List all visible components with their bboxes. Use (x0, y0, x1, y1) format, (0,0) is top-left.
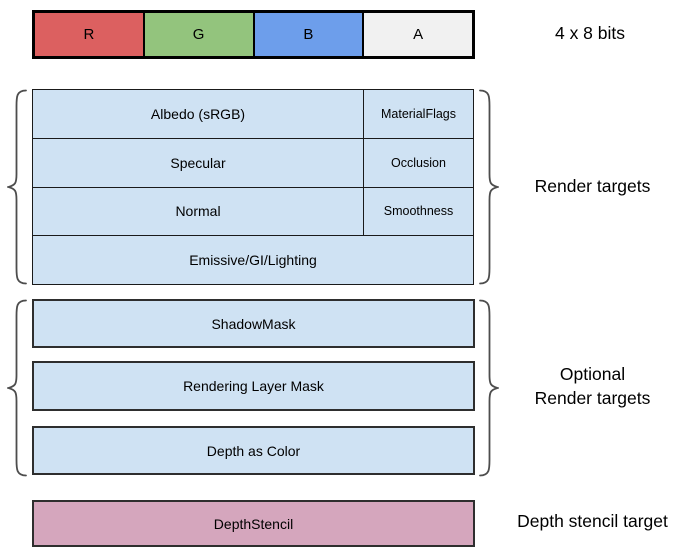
bits-cell-b: B (252, 13, 363, 56)
box-rendering-layer-mask: Rendering Layer Mask (32, 361, 475, 411)
optional-render-targets-label: Optional Render targets (505, 362, 680, 410)
cell-normal: Normal (175, 203, 221, 220)
box-depthstencil: DepthStencil (32, 500, 475, 547)
cell-materialflags: MaterialFlags (363, 90, 473, 138)
table-row: Emissive/GI/Lighting (33, 235, 473, 284)
bits-cell-g: G (142, 13, 253, 56)
cell-emissive: Emissive/GI/Lighting (189, 252, 317, 269)
cell-albedo: Albedo (sRGB) (150, 105, 246, 122)
optional-right-brace-icon (479, 299, 499, 477)
render-targets-right-brace-icon (479, 89, 499, 285)
optional-label-line1: Optional (559, 364, 626, 384)
depth-stencil-label: Depth stencil target (517, 511, 668, 531)
box-shadowmask: ShadowMask (32, 299, 475, 348)
rgba-bits-row: R G B A (32, 10, 475, 59)
cell-smoothness: Smoothness (363, 187, 473, 236)
table-row: Specular Occlusion (33, 137, 473, 187)
cell-specular: Specular (170, 154, 226, 171)
table-row: Albedo (sRGB) MaterialFlags (33, 90, 473, 138)
render-targets-table: Albedo (sRGB) MaterialFlags Specular Occ… (32, 89, 474, 285)
render-targets-label: Render targets (534, 176, 651, 196)
bits-cell-a: A (362, 13, 472, 56)
box-depth-as-color: Depth as Color (32, 426, 475, 475)
table-row: Normal Smoothness (33, 186, 473, 236)
render-targets-left-brace-icon (7, 89, 27, 285)
bits-cell-r: R (35, 13, 143, 56)
optional-label-line2: Render targets (534, 388, 651, 408)
optional-left-brace-icon (7, 299, 27, 477)
cell-occlusion: Occlusion (363, 138, 473, 187)
bits-caption: 4 x 8 bits (554, 23, 626, 43)
